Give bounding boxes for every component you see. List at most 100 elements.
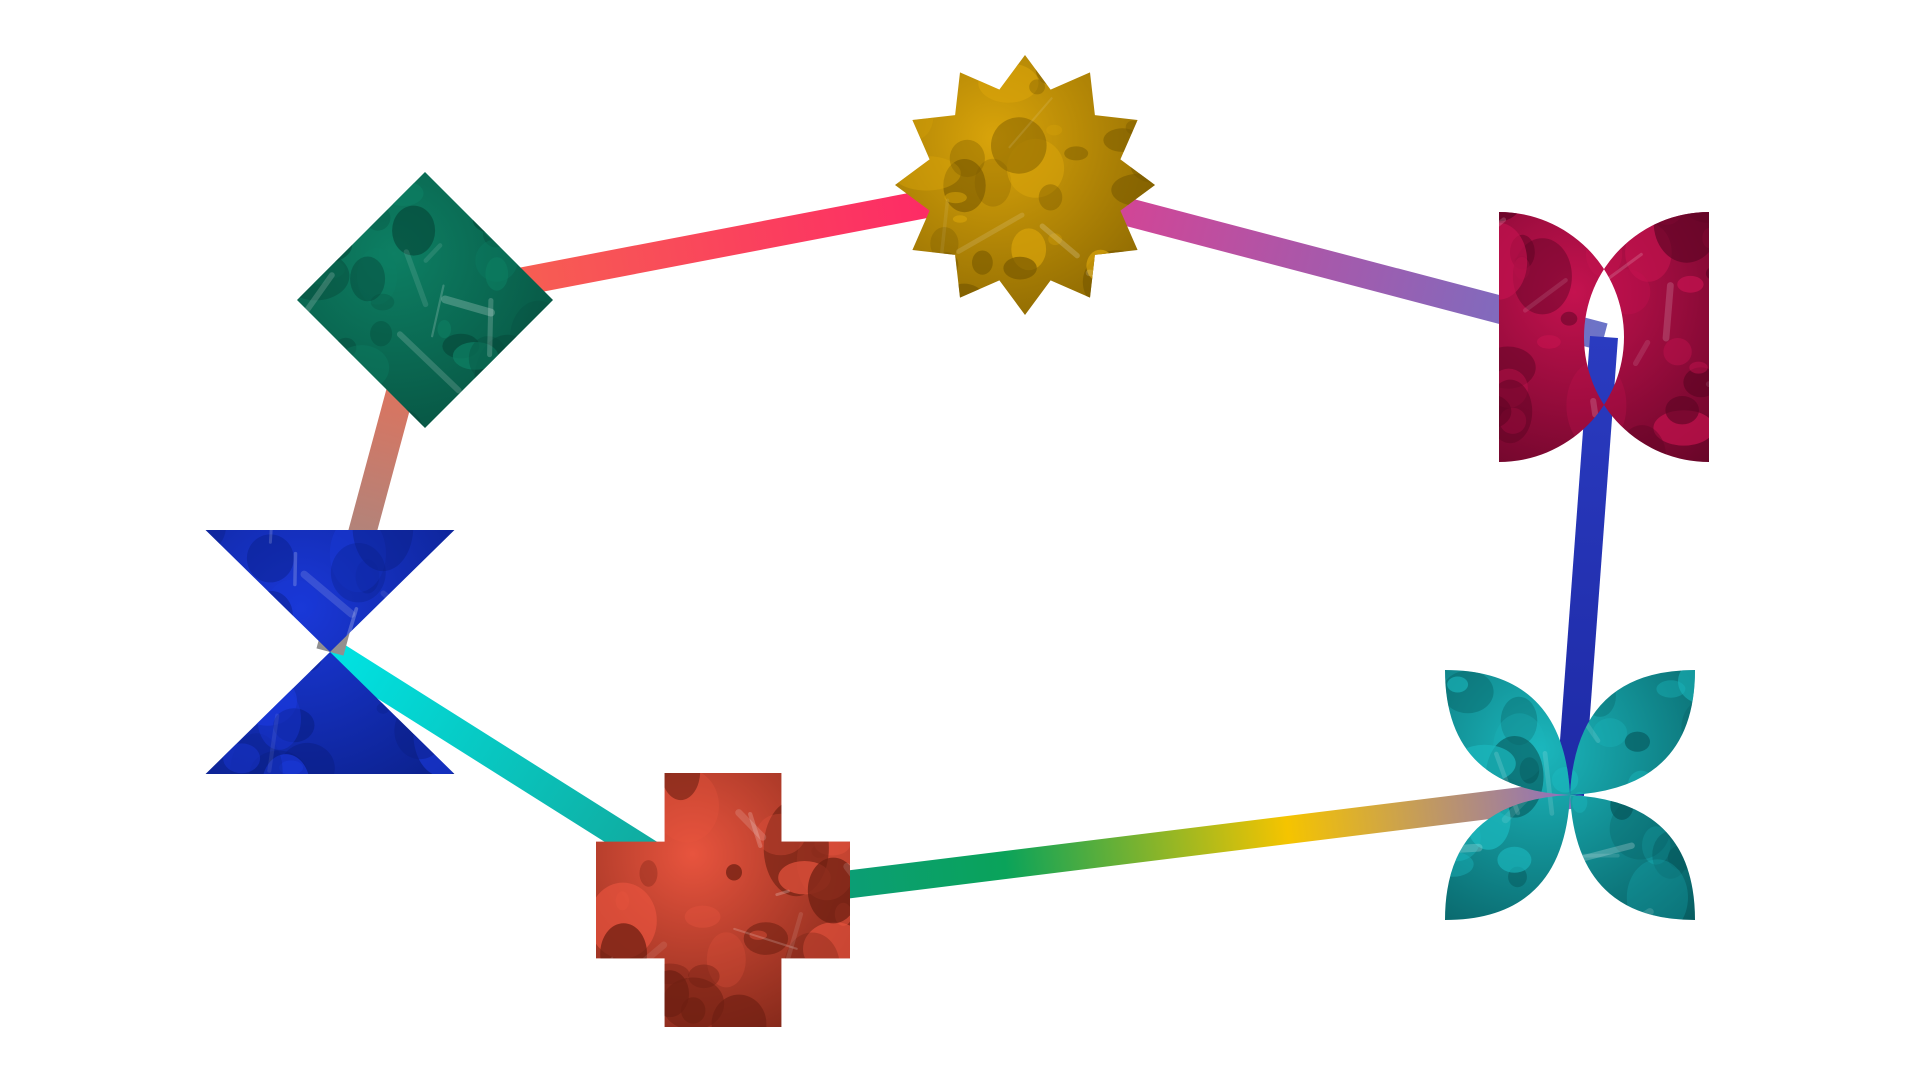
child-waving-photo-detail [749, 930, 767, 940]
crowd-photo-detail [1607, 447, 1640, 462]
child-waving-photo-highlight [596, 956, 614, 1011]
hands-mosaic-photo-highlight [956, 212, 1025, 254]
child-waving-photo-detail [711, 994, 767, 1027]
cyclist-photo-detail [355, 559, 380, 594]
hands-mosaic-photo-detail [1029, 79, 1045, 95]
hands-crafting-photo-detail [365, 205, 391, 231]
hands-crafting-photo-detail [297, 204, 344, 234]
cyclist-photo-detail [205, 650, 223, 694]
child-waving-photo-detail [807, 857, 850, 924]
cyclist-photo-detail [268, 579, 318, 621]
hands-mosaic-photo-detail [935, 252, 959, 277]
people-carrying-photo-detail [1581, 916, 1617, 920]
cyclist-photo-highlight [217, 554, 241, 600]
hands-crafting-photo-highlight [502, 189, 531, 205]
cyclist-photo-detail [246, 534, 294, 583]
crowd-photo-detail [1689, 361, 1708, 374]
hands-crafting-photo-highlight [297, 252, 301, 269]
people-carrying-photo-detail [1624, 731, 1650, 752]
child-waving-photo-highlight [748, 811, 763, 849]
child-waving-photo-detail [639, 860, 658, 887]
crowd-photo-detail [1454, 426, 1489, 462]
hands-crafting-photo-highlight [431, 284, 445, 338]
crowd-photo-detail [1677, 275, 1704, 293]
hands-crafting-photo-detail [297, 227, 353, 264]
cyclist-photo-detail [401, 632, 451, 673]
hands-mosaic-photo-detail [972, 250, 993, 275]
hands-mosaic-photo-detail [895, 94, 934, 140]
crowd-photo-highlight [1499, 217, 1507, 238]
people-carrying-photo-detail [1497, 846, 1532, 873]
people-carrying-photo-detail [1572, 791, 1588, 813]
hands-mosaic-photo-highlight [1008, 97, 1053, 149]
hands-mosaic-photo-detail [1048, 233, 1062, 246]
cyclist-photo-detail [280, 742, 335, 774]
hands-mosaic-photo-highlight [913, 272, 956, 310]
child-waving-photo-detail [651, 970, 689, 1018]
child-waving-photo-detail [832, 986, 850, 1027]
cyclist-photo-detail [330, 543, 386, 603]
crowd-photo-detail [1471, 335, 1499, 350]
hands-mosaic-photo-detail [933, 283, 995, 315]
people-carrying-photo-detail [1626, 859, 1689, 920]
people-carrying-photo-detail [1684, 766, 1695, 784]
cyclist-photo-detail [205, 530, 226, 556]
people-carrying-photo-detail [1581, 920, 1600, 943]
crowd-photo-highlight [1590, 397, 1599, 418]
cyclist-photo-detail [205, 660, 257, 703]
people-carrying-photo-detail [1658, 794, 1695, 834]
hands-mosaic-photo-detail [991, 117, 1047, 174]
crowd-photo-detail [1537, 335, 1561, 349]
hands-mosaic-photo-detail [1038, 184, 1063, 211]
crowd-photo-detail [1512, 238, 1572, 315]
hands-mosaic-photo-highlight [925, 254, 943, 307]
people-carrying-photo-detail [1551, 767, 1579, 793]
child-waving-photo-detail [791, 773, 849, 835]
crowd-photo-detail [1499, 212, 1521, 222]
star-photo-tile [895, 55, 1155, 315]
cyclist-photo-detail [250, 591, 293, 641]
child-waving-photo-detail [684, 905, 721, 928]
people-carrying-photo-detail [1610, 790, 1634, 820]
hands-crafting-photo-highlight [423, 243, 443, 263]
hands-mosaic-photo-highlight [1039, 223, 1080, 259]
hands-mosaic-photo-detail [978, 63, 1039, 103]
hands-mosaic-photo-detail [1086, 249, 1115, 283]
hands-crafting-photo-highlight [441, 295, 496, 317]
people-carrying-photo-highlight [1445, 843, 1483, 854]
hands-crafting-photo-highlight [396, 331, 462, 394]
hands-mosaic-photo-detail [949, 139, 985, 178]
hands-mosaic-photo-detail [895, 251, 917, 291]
hands-mosaic-photo-highlight [899, 81, 930, 119]
hands-mosaic-photo-detail [895, 101, 915, 116]
hands-crafting-photo-highlight [487, 297, 494, 358]
connector-petals-to-cross [721, 781, 1572, 914]
cyclist-photo-detail [327, 512, 344, 526]
hands-crafting-photo-detail [370, 321, 393, 347]
crowd-photo-highlight [1522, 278, 1568, 313]
hands-crafting-photo-detail [320, 399, 340, 426]
hands-crafting-photo-detail [472, 207, 519, 234]
cyclist-photo-highlight [300, 570, 356, 618]
cyclist-photo-detail [279, 760, 304, 774]
crowd-photo-highlight [1632, 339, 1651, 367]
cyclist-photo-detail [444, 591, 455, 629]
crowd-photo-highlight [1728, 394, 1759, 397]
cyclist-photo-detail [257, 688, 302, 750]
people-carrying-photo-highlight [1579, 842, 1635, 862]
hands-mosaic-photo-detail [1003, 256, 1037, 280]
cyclist-photo-detail [216, 656, 230, 669]
hands-crafting-photo-detail [457, 172, 495, 204]
crowd-photo-detail [1585, 229, 1623, 278]
hands-crafting-photo-detail [437, 320, 452, 339]
child-waving-photo-detail [636, 773, 661, 794]
hands-crafting-photo-detail [370, 293, 395, 311]
people-carrying-photo-detail [1627, 770, 1655, 800]
hands-crafting-photo-detail [510, 300, 553, 376]
hands-mosaic-photo-detail [977, 298, 993, 310]
people-carrying-photo-detail [1592, 718, 1628, 748]
hands-mosaic-photo-detail [944, 300, 959, 312]
crowd-photo-detail [1653, 212, 1709, 263]
people-carrying-photo-detail [1678, 670, 1695, 705]
